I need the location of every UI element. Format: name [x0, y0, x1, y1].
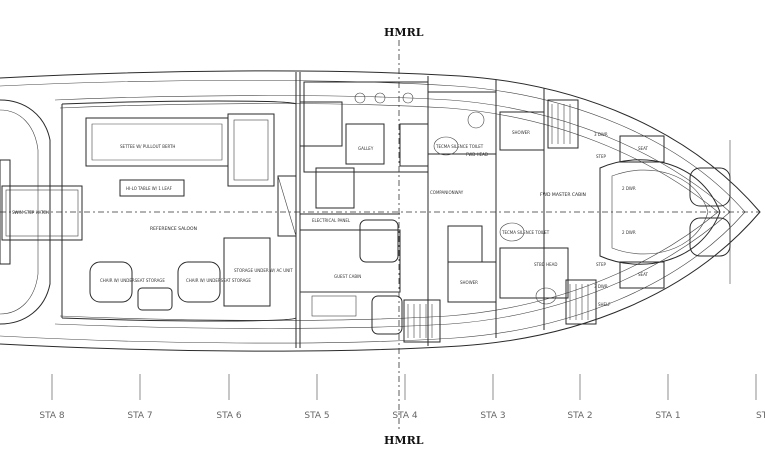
galley-stove	[299, 101, 343, 147]
galley	[303, 81, 429, 173]
settee	[85, 117, 229, 167]
label-chair-stbd: CHAIR W/ UNDERSEAT STORAGE	[186, 278, 251, 283]
fwd-sink	[467, 111, 485, 129]
station-label: STA 4	[392, 411, 418, 421]
storage-cabinet	[223, 237, 271, 307]
toilet-1	[433, 136, 459, 156]
galley-stool	[315, 167, 355, 209]
station-scale: STA 8 STA 7 STA 6 STA 5 STA 4 STA 3 STA 2 STA 1…	[39, 374, 765, 421]
stern-hatch-inner	[5, 189, 79, 237]
aft-cabinet	[227, 113, 275, 187]
hmrl-label-top: HMRL	[384, 26, 424, 39]
label-seat-1: SEAT	[638, 146, 648, 151]
master-pillow-1	[689, 167, 731, 207]
hmrl-label-bottom: HMRL	[384, 434, 424, 447]
station-label: STA 8	[39, 411, 65, 421]
label-master-cabin: FWD MASTER CABIN	[540, 192, 586, 198]
label-settee: SETTEE W/ PULLOUT BERTH	[120, 144, 175, 149]
hull-outline	[0, 70, 761, 352]
label-toilet-1: TECMA SILENCE TOILET	[435, 144, 484, 149]
guest-berth	[359, 219, 399, 263]
seat-2-box	[619, 261, 665, 289]
label-companionway: COMPANIONWAY	[430, 190, 464, 195]
label-shelf: SHELF	[598, 302, 611, 307]
station-label: STA 2	[567, 411, 592, 421]
cabin-outline	[61, 100, 297, 322]
hatch-1-fill	[551, 104, 571, 144]
guest-locker	[311, 295, 357, 317]
galley-sink	[345, 123, 385, 165]
ottoman	[137, 287, 173, 311]
vanity	[447, 225, 483, 263]
label-saloon: REFERENCE SALOON	[150, 226, 197, 232]
station-label: STA 5	[304, 411, 329, 421]
aft-cabinet-inner	[233, 119, 269, 181]
saloon-table	[119, 179, 185, 197]
master-pillow-2	[689, 217, 731, 257]
label-drw-2: 2 DWR	[622, 230, 636, 235]
chair-stbd	[177, 261, 221, 303]
label-table: HI-LO TABLE W/ 1 LEAF	[126, 186, 173, 191]
guest-cabin	[299, 229, 401, 293]
seat-1-box	[619, 135, 665, 163]
label-step-1: STEP	[596, 154, 607, 159]
burner-1	[354, 92, 366, 104]
label-drw-4: 3 DWR	[594, 284, 608, 289]
label-fwd-head: FWD HEAD	[466, 152, 488, 157]
hatch-3	[403, 299, 441, 343]
label-chair-port: CHAIR W/ UNDERSEAT STORAGE	[100, 278, 165, 283]
label-drw-3: 3 DWR	[594, 132, 608, 137]
stern-hatch	[1, 185, 83, 241]
stern-cockpit	[0, 99, 51, 325]
settee-cushion	[91, 123, 223, 161]
station-label: STA 7	[127, 411, 152, 421]
std-head	[499, 247, 569, 299]
label-std-head: STBD HEAD	[534, 262, 557, 267]
std-sink	[535, 287, 557, 305]
label-guest-cabin: GUEST CABIN	[334, 274, 361, 279]
hatch-2-fill	[569, 284, 589, 320]
master-berth-inner	[611, 169, 709, 255]
label-seat-2: SEAT	[638, 272, 648, 277]
label-electrical: ELECTRICAL PANEL	[312, 218, 351, 223]
guest-seat	[371, 295, 403, 335]
burner-3	[402, 92, 414, 104]
label-toilet-2: TECMA SILENCE TOILET	[501, 230, 550, 235]
toilet-2	[499, 222, 525, 242]
label-boarding: SWIM STEP HATCH	[12, 210, 49, 215]
station-label: STA 0	[756, 411, 765, 421]
hatch-3-fill	[407, 304, 433, 338]
chair-port	[89, 261, 133, 303]
station-label: STA 6	[216, 411, 242, 421]
label-shower: SHOWER	[512, 130, 530, 135]
label-storage: STORAGE UNDER W/ AC UNIT	[234, 268, 293, 273]
station-label: STA 1	[655, 411, 680, 421]
station-label: STA 3	[480, 411, 505, 421]
galley-fridge	[399, 123, 429, 167]
hatch-2	[565, 279, 597, 325]
label-step-2: STEP	[596, 262, 607, 267]
label-shower-2: SHOWER	[460, 280, 478, 285]
hatch-1	[547, 99, 579, 149]
steps-diag	[277, 175, 297, 237]
burner-2	[374, 92, 386, 104]
label-galley: GALLEY	[358, 146, 374, 151]
companion-steps	[277, 175, 297, 237]
label-drw-1: 2 DWR	[622, 186, 636, 191]
